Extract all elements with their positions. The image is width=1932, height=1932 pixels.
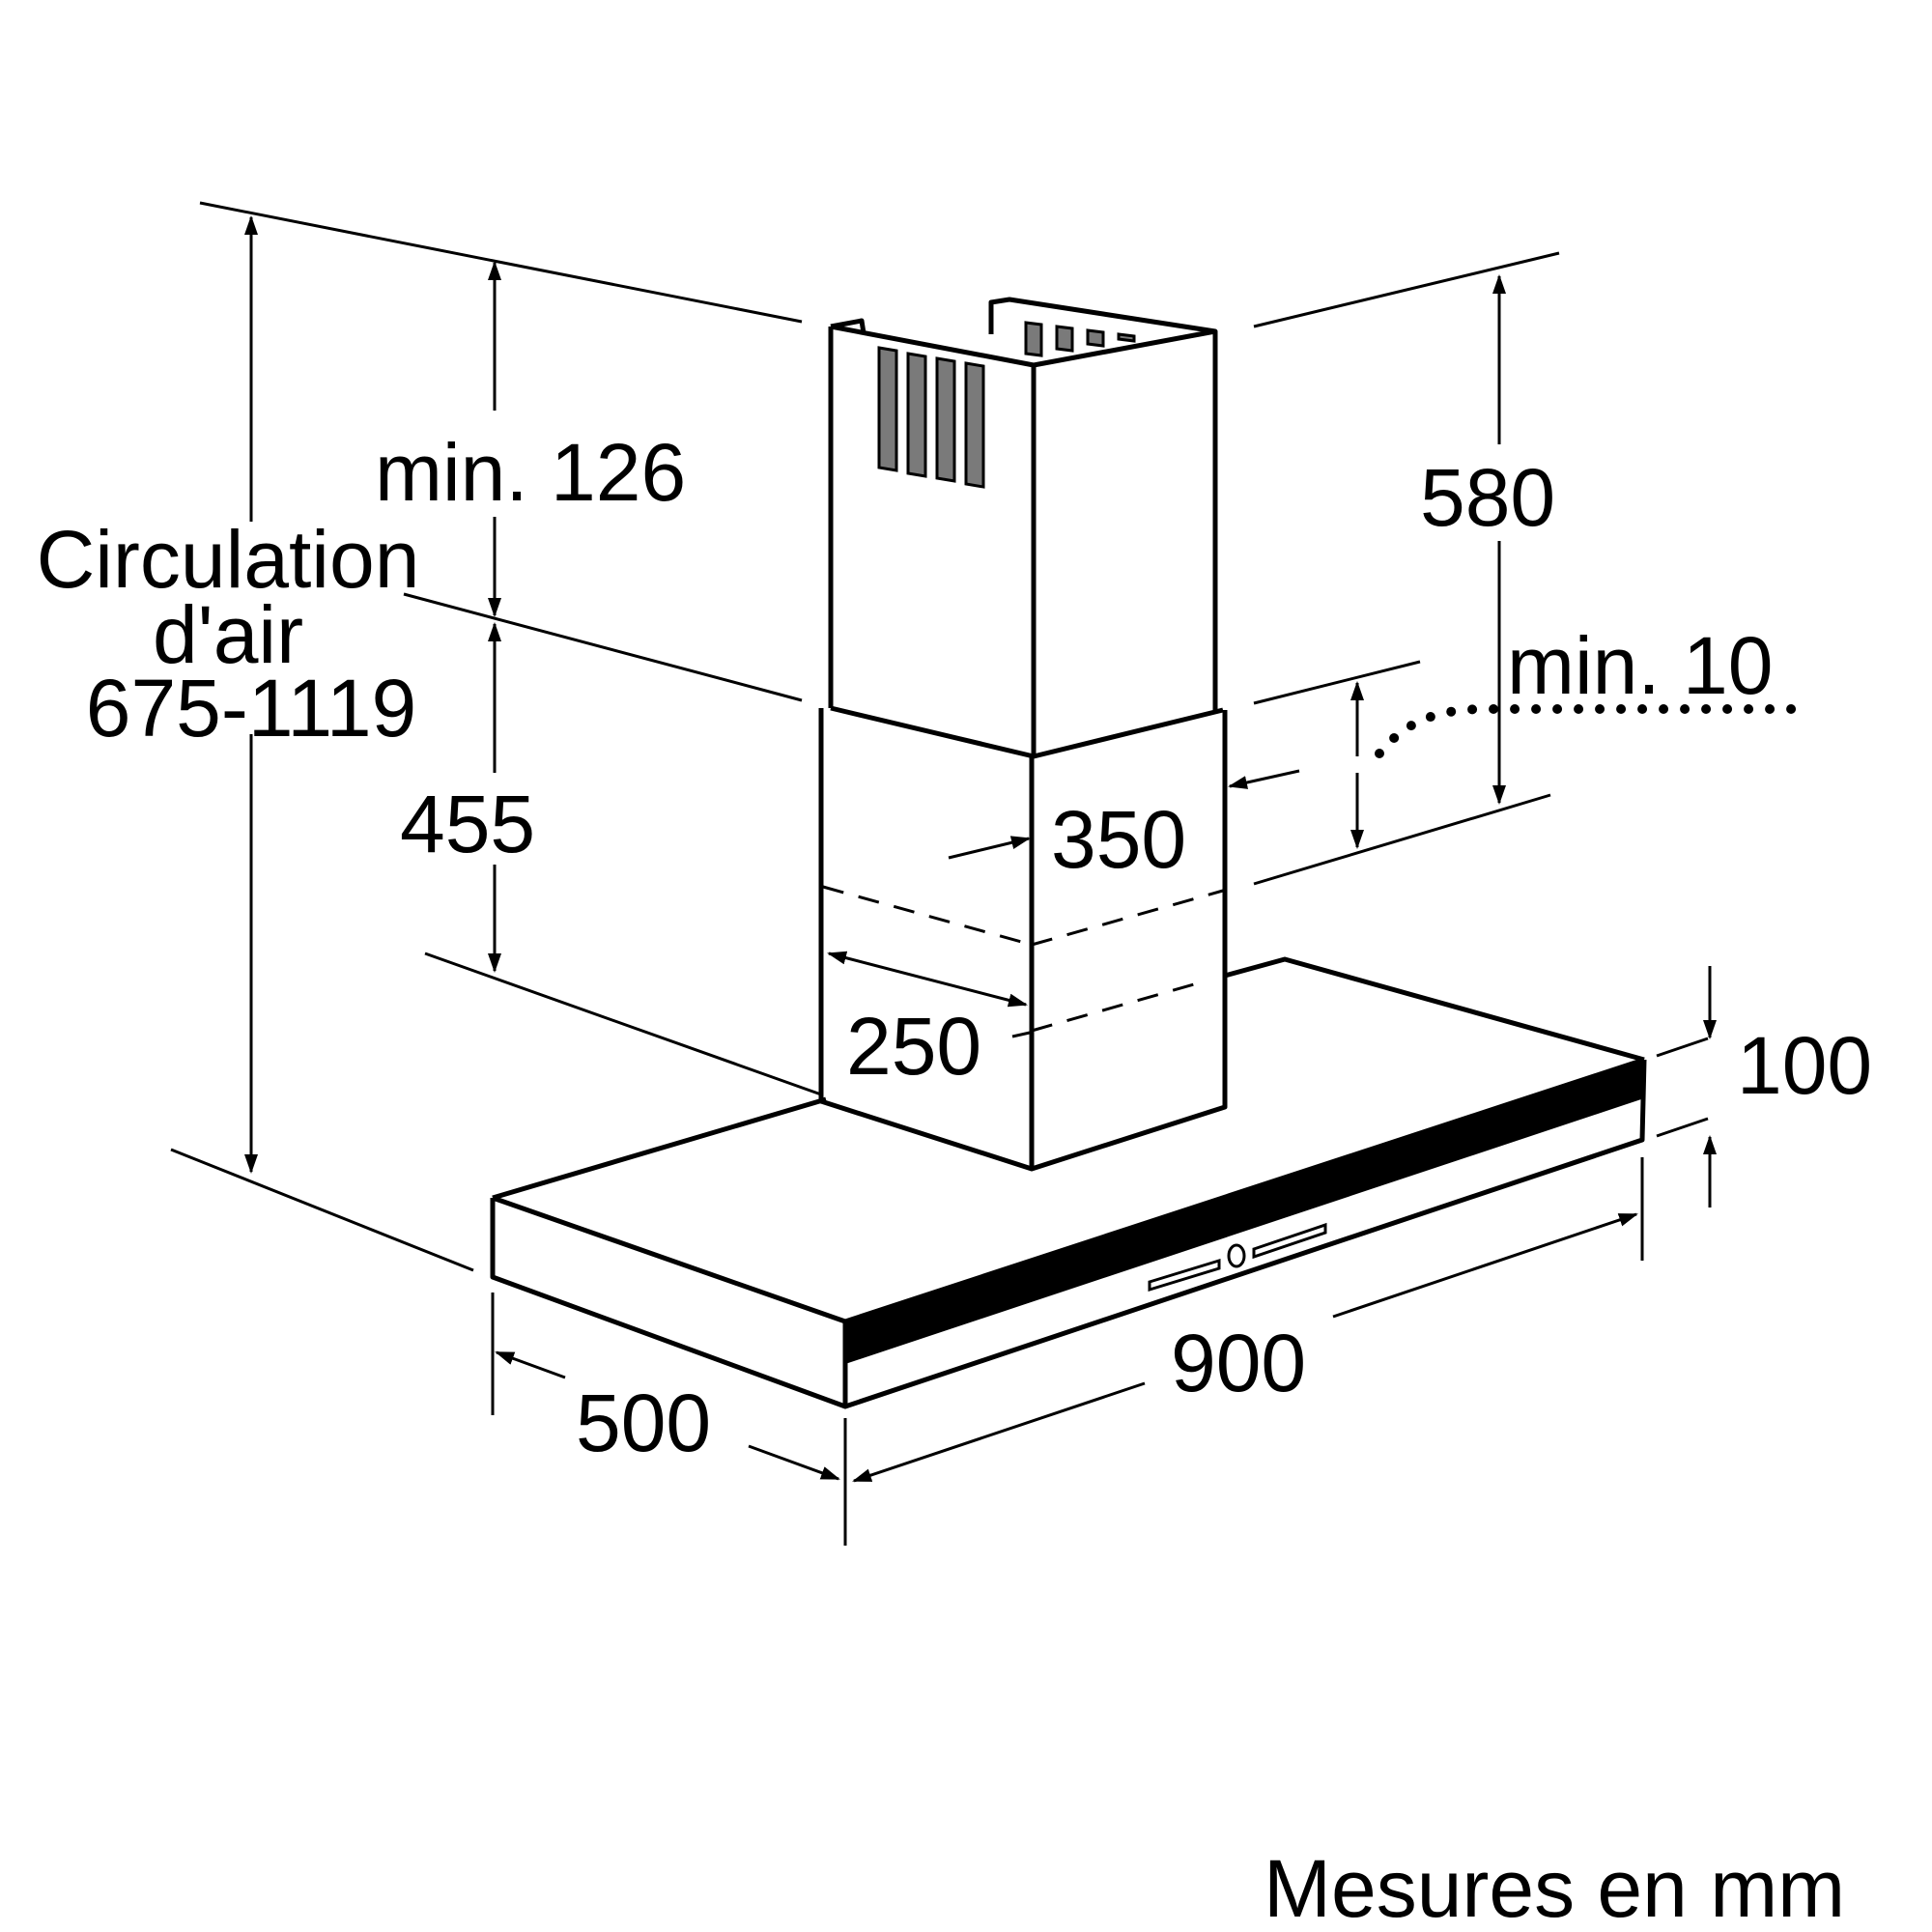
label-canopy-depth: 500 xyxy=(576,1378,711,1468)
vent-slots-rear xyxy=(1024,321,1136,357)
upper-chimney xyxy=(828,297,1218,756)
label-total-height-line1: Circulation xyxy=(37,514,420,605)
label-chimney-width: 350 xyxy=(1051,794,1186,885)
dimension-arrows xyxy=(244,215,1806,1483)
label-lower-chimney: 455 xyxy=(400,779,535,869)
label-canopy-height: 100 xyxy=(1737,1020,1872,1111)
dim-canopy-width xyxy=(852,1381,1146,1483)
canopy xyxy=(490,956,1647,1409)
label-top-clearance: min. 126 xyxy=(375,427,686,518)
wall-gap-dotted-line xyxy=(1375,704,1806,758)
label-upper-chimney: 580 xyxy=(1420,452,1555,543)
range-hood-drawing xyxy=(490,297,1647,1409)
units-note: Mesures en mm xyxy=(1264,1843,1845,1932)
control-panel xyxy=(1148,1203,1327,1293)
label-chimney-depth: 250 xyxy=(846,1001,981,1092)
label-total-height-line3: 675-1119 xyxy=(86,663,417,753)
vent-slots-front xyxy=(877,346,985,489)
dim-canopy-depth xyxy=(495,1350,566,1379)
label-canopy-width: 900 xyxy=(1171,1318,1306,1408)
dim-chimney-width xyxy=(948,836,1031,860)
dim-chimney-depth xyxy=(827,951,1028,1008)
dimension-labels: Circulation d'air 675-1119 min. 126 455 … xyxy=(37,427,1873,1932)
label-total-height-line2: d'air xyxy=(153,589,303,680)
lower-chimney xyxy=(818,705,1228,1172)
label-wall-gap: min. 10 xyxy=(1507,620,1773,711)
extension-lines xyxy=(170,201,1709,1546)
